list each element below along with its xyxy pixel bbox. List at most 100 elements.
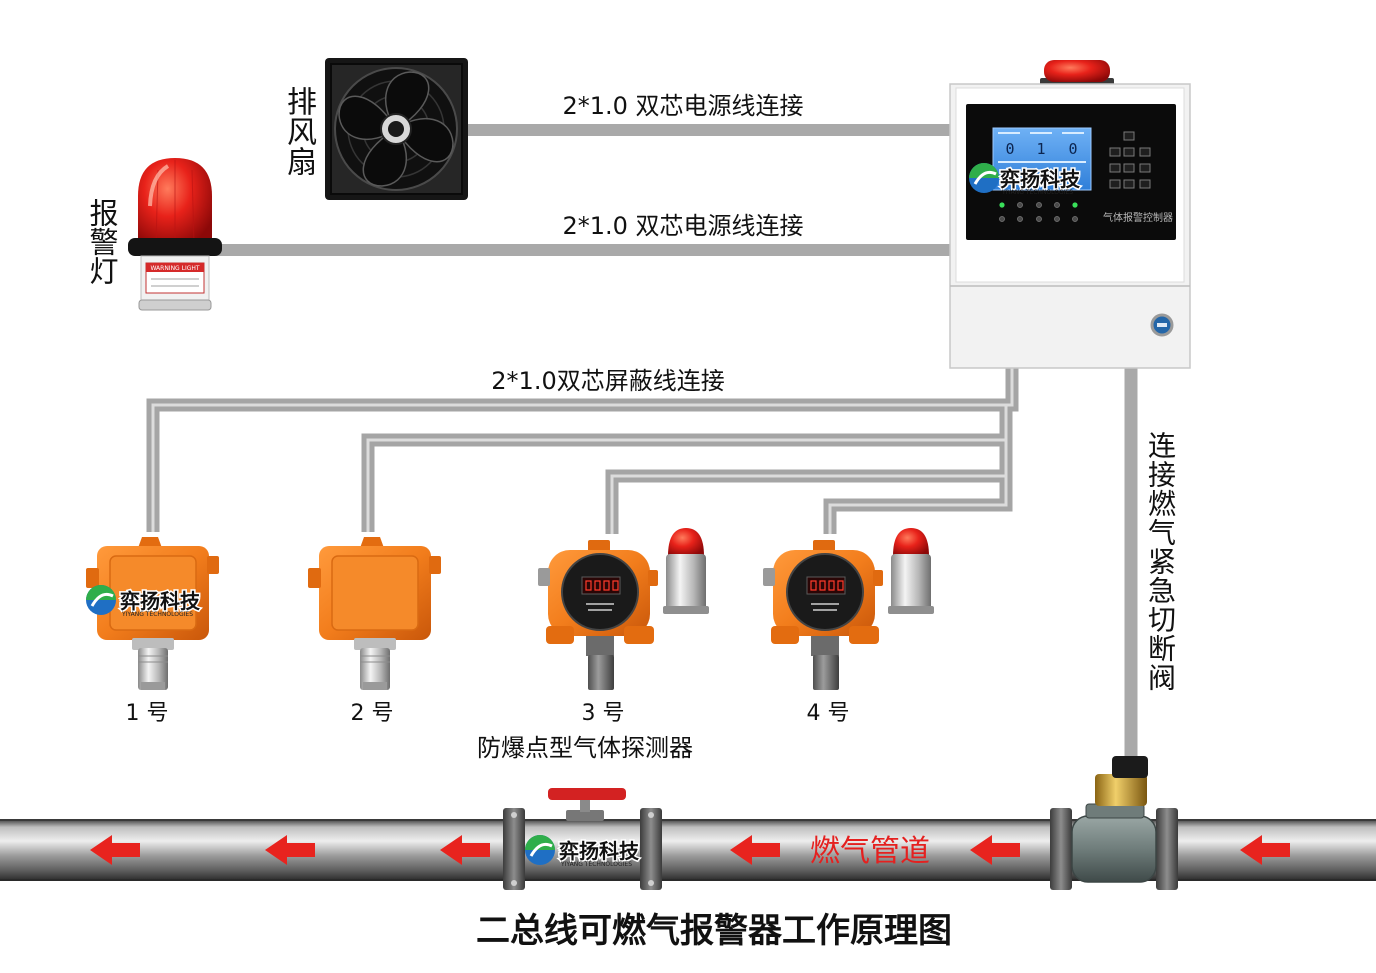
detector-top-boss: [588, 540, 610, 552]
detector-display-segments: [585, 580, 619, 591]
detectors-caption: 防爆点型气体探测器: [477, 734, 693, 762]
controller-lcd-digit: 0: [1005, 140, 1014, 158]
flange-bolt: [648, 812, 654, 818]
keypad-button: [1123, 163, 1135, 173]
alarm-light-plate-lines: [151, 278, 199, 287]
led-indicator: [999, 202, 1005, 208]
fan-hub-center: [388, 121, 404, 137]
controller-lcd: [992, 127, 1092, 191]
valve-cable-label: 连接燃气紧急切断阀: [1144, 431, 1177, 692]
arrow-left-icon: [265, 835, 315, 865]
alarm-light-highlight: [148, 164, 170, 207]
logo-name: 弈扬科技: [120, 589, 201, 613]
detector-sensor: [138, 648, 168, 690]
led-indicator: [1017, 202, 1023, 208]
keypad-button: [1109, 163, 1121, 173]
valve-bonnet: [566, 810, 604, 821]
shutoff-valve-coil-cap: [1112, 756, 1148, 778]
keypad-button: [1109, 147, 1121, 157]
detector-4: [763, 528, 934, 690]
logo-icon-green: [525, 835, 555, 850]
detector-neck: [132, 638, 174, 650]
detector-top-boss: [360, 537, 384, 548]
logo-subtitle: YIYANG TECHNOLOGIES: [560, 861, 632, 868]
detector-cover: [331, 555, 419, 631]
valve-flange-right: [640, 808, 662, 890]
keypad-button: [1109, 179, 1121, 189]
warning-beacon-icon: WARNING LIGHT: [128, 158, 222, 311]
detector-top-boss: [813, 540, 835, 552]
arrow-left-icon: [970, 835, 1020, 865]
keypad-button: [1139, 163, 1151, 173]
led-indicator: [1072, 216, 1078, 222]
alarm-light-collar: [128, 238, 222, 256]
detector-lamp-base: [888, 606, 934, 614]
controller-panel-label: 气体报警控制器: [1103, 211, 1173, 224]
gas-alarm-controller-icon: 0 1 0 气体报警控制器: [949, 60, 1191, 369]
detector-1-label: 1 号: [126, 701, 169, 726]
alarm-light-foot: [138, 299, 212, 311]
detector-4-label: 4 号: [807, 701, 850, 726]
detector-neck: [586, 636, 614, 656]
detector-lamp-column: [666, 554, 706, 610]
led-indicator: [1072, 202, 1078, 208]
detector-sensor: [360, 648, 390, 690]
valve-flange-left: [503, 808, 525, 890]
detector-face-markings: [811, 603, 839, 611]
detector-sensor: [813, 655, 839, 690]
logo-subtitle: YIYANG TECHNOLOGIES: [121, 611, 193, 618]
detector-sensor-cap: [141, 682, 165, 690]
detector-display: [581, 576, 621, 595]
bus-line-2: [361, 405, 1013, 532]
diagram-title: 二总线可燃气报警器工作原理图: [476, 911, 952, 951]
bus-cables: [146, 368, 1019, 534]
detector-foot-left: [546, 626, 574, 644]
detector-left-port: [86, 568, 99, 588]
detector-left-port: [308, 568, 321, 588]
detector-lamp-cap: [668, 528, 704, 556]
detector-left-port: [763, 568, 775, 586]
detector-lamp-cap: [893, 528, 929, 556]
detector-left-port: [538, 568, 550, 586]
flow-arrows: [90, 835, 1290, 865]
detector-logo: 弈扬科技 YIYANG TECHNOLOGIES: [86, 585, 202, 618]
led-indicator: [1036, 216, 1042, 222]
detector-top-boss: [138, 537, 162, 548]
shutoff-valve-bonnet: [1085, 803, 1145, 819]
detector-right-port: [648, 570, 658, 586]
controller-lcd-header-marks: [998, 132, 1086, 163]
shutoff-valve-flange-right: [1156, 808, 1178, 890]
logo-icon-green: [86, 585, 116, 600]
detector-display: [806, 576, 846, 595]
led-indicator: [1054, 216, 1060, 222]
alarm-light-plate-band: [146, 263, 204, 272]
shutoff-valve-flange-left: [1050, 808, 1072, 890]
detector-lamp: [888, 528, 934, 614]
controller-beacon: [1044, 60, 1110, 82]
detector-1: 弈扬科技 YIYANG TECHNOLOGIES: [86, 537, 219, 690]
flange-bolt: [648, 880, 654, 886]
shutoff-valve-solenoid: [1095, 774, 1147, 806]
detector-sensor-cap: [363, 682, 387, 690]
gas-pipe: 弈扬科技 YIYANG TECHNOLOGIES 燃气管道: [0, 756, 1376, 890]
flange-bolt: [511, 812, 517, 818]
detector-display-segments: [810, 580, 844, 591]
valve-handle: [548, 788, 626, 800]
logo-icon-green: [969, 163, 999, 178]
detector-foot-right: [849, 626, 879, 644]
detector-sensor-ridges: [138, 655, 168, 663]
logo-name: 弈扬科技: [1000, 167, 1081, 191]
exhaust-fan-icon: [325, 58, 468, 200]
logo-name: 弈扬科技: [559, 839, 640, 863]
arrow-left-icon: [1240, 835, 1290, 865]
logo-subtitle: YIYANG TECHNOLOGIES: [1001, 189, 1073, 196]
detector-sensor-ridges: [360, 655, 390, 663]
detector-face-markings: [586, 603, 614, 611]
controller-lock-slot: [1157, 323, 1167, 327]
solenoid-shutoff-valve-icon: [1050, 756, 1178, 890]
led-indicator: [1017, 216, 1023, 222]
controller-logo: 弈扬科技 YIYANG TECHNOLOGIES: [969, 163, 1083, 196]
valve-stem: [580, 798, 590, 812]
